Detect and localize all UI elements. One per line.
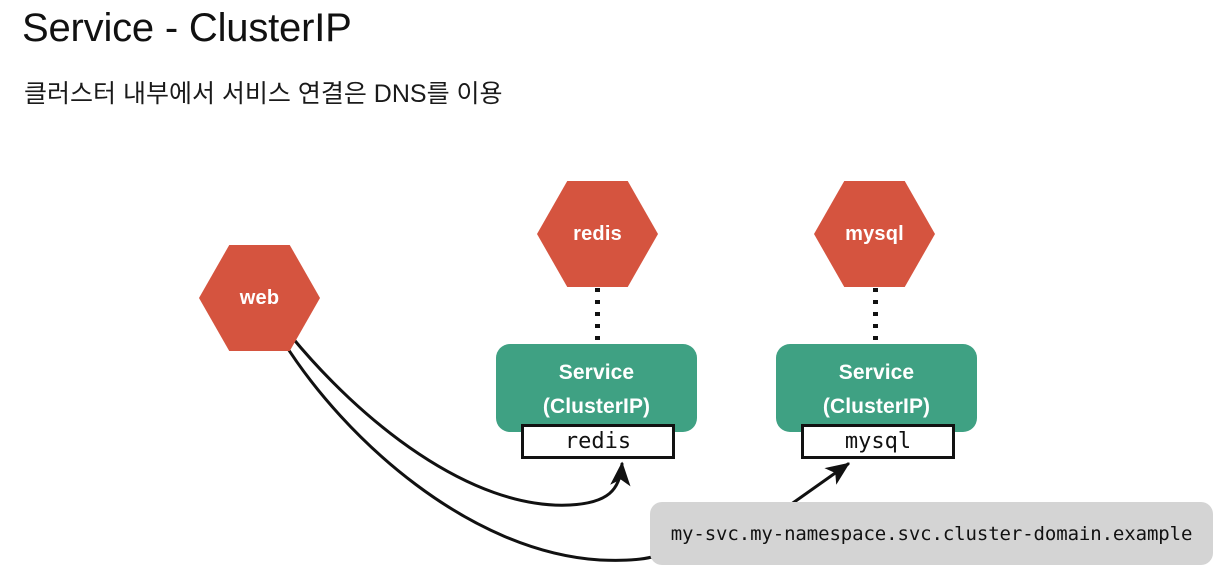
service-title-redis: Service bbox=[558, 361, 635, 384]
service-name-label-redis: redis bbox=[564, 429, 632, 454]
service-type-mysql: (ClusterIP) bbox=[822, 395, 931, 418]
service-node-redis[interactable]: Service (ClusterIP) bbox=[496, 344, 697, 432]
service-type-redis: (ClusterIP) bbox=[542, 395, 651, 418]
pod-label-web: web bbox=[239, 286, 280, 309]
service-title-mysql: Service bbox=[838, 361, 915, 384]
pod-node-redis[interactable]: redis bbox=[537, 181, 658, 287]
page-title: Service - ClusterIP bbox=[22, 6, 352, 50]
pod-node-mysql[interactable]: mysql bbox=[814, 181, 935, 287]
pod-label-mysql: mysql bbox=[845, 222, 904, 245]
pod-node-web[interactable]: web bbox=[199, 245, 320, 351]
page-subtitle: 클러스터 내부에서 서비스 연결은 DNS를 이용 bbox=[24, 80, 503, 108]
service-name-label-mysql: mysql bbox=[844, 429, 912, 454]
fqdn-callout-label: my-svc.my-namespace.svc.cluster-domain.e… bbox=[670, 522, 1193, 545]
connector-fqdn-callout-to-mysql-name-box bbox=[788, 462, 850, 507]
service-name-box-mysql[interactable]: mysql bbox=[801, 424, 955, 459]
pod-label-redis: redis bbox=[573, 222, 622, 245]
service-name-box-redis[interactable]: redis bbox=[521, 424, 675, 459]
fqdn-callout-box[interactable]: my-svc.my-namespace.svc.cluster-domain.e… bbox=[650, 502, 1213, 565]
service-node-mysql[interactable]: Service (ClusterIP) bbox=[776, 344, 977, 432]
